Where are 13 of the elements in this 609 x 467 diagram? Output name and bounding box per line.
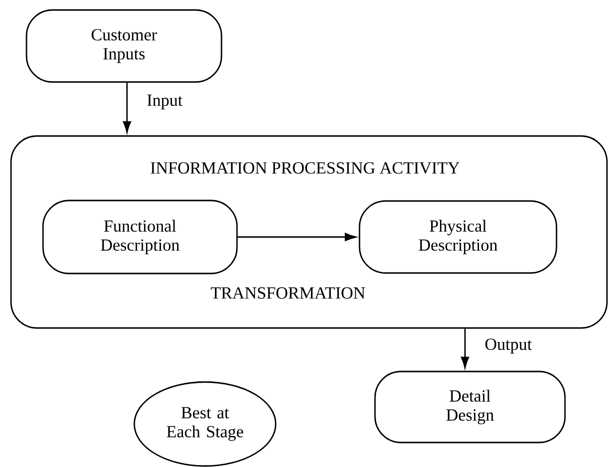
process-box: Detail Design — [374, 370, 566, 444]
arrow — [460, 328, 470, 368]
process-box: Customer Inputs — [26, 9, 222, 83]
activity-box — [10, 135, 608, 329]
arrow — [122, 82, 132, 133]
process-box: Functional Description — [42, 200, 238, 274]
box-heading: TRANSFORMATION — [210, 287, 366, 299]
arrow — [238, 232, 356, 242]
process-box: Physical Description — [358, 200, 558, 274]
edge-label: Output — [484, 338, 533, 354]
edge-label: Input — [146, 94, 184, 110]
ellipse-node: Best at Each Stage — [134, 381, 276, 467]
box-heading: INFORMATION PROCESSING ACTIVITY — [150, 162, 460, 174]
